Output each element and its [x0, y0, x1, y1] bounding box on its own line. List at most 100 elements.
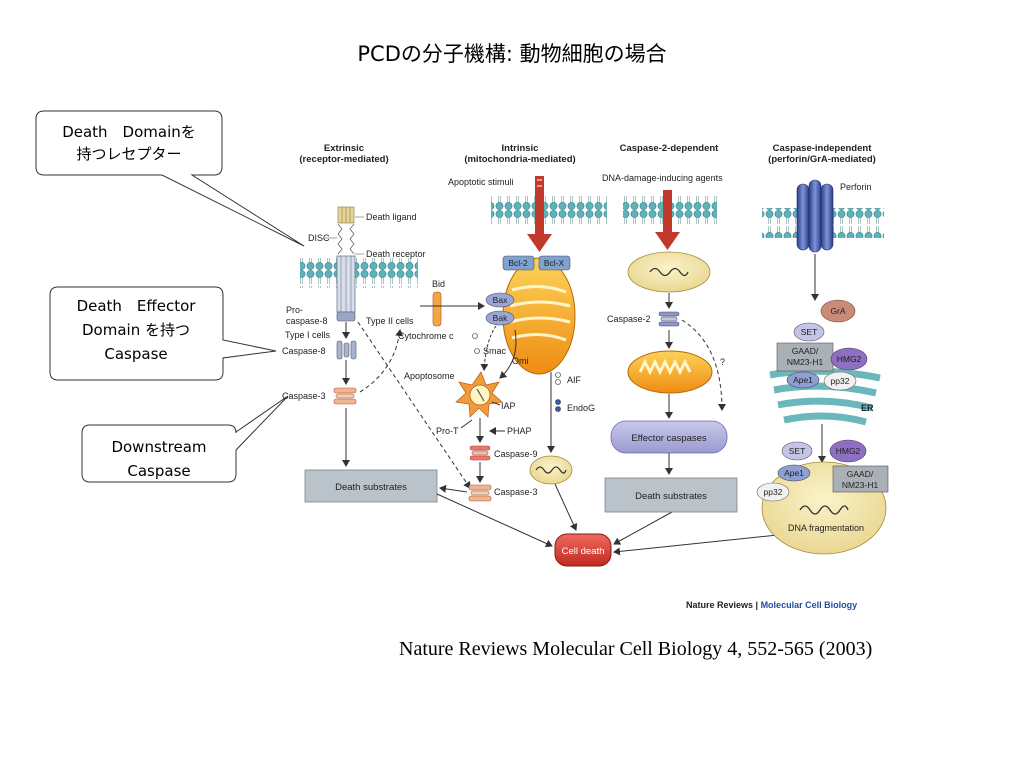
- apoptosome-icon: [455, 371, 503, 418]
- cell-death-box: [554, 533, 612, 567]
- caspase3-mid-icon: [468, 484, 492, 502]
- dna-damage-arrow: [663, 190, 672, 232]
- callout-death-domain-receptor: Death Domainを 持つレセプター: [35, 110, 305, 247]
- callout-line: Caspase: [104, 345, 167, 363]
- label-omi: Omi: [512, 356, 529, 366]
- label-death-substrates-right: Death substrates: [635, 491, 707, 502]
- slide-title: PCDの分子機構: 動物細胞の場合: [357, 42, 667, 66]
- set-shape-1: [793, 322, 825, 342]
- bak-shape: [485, 310, 515, 326]
- journal-section: Molecular Cell Biology: [761, 600, 858, 610]
- er-membranes: [769, 367, 881, 426]
- label-caspase3-mid: Caspase-3: [494, 487, 538, 497]
- mitochondrion-caspase2: [627, 350, 713, 394]
- bcl2-box: [502, 255, 535, 271]
- callout-death-effector-caspase: Death Effector Domain を持つ Caspase: [49, 286, 277, 381]
- label-apoptosome: Apoptosome: [404, 371, 455, 381]
- caspase8-icon: [336, 340, 357, 360]
- membrane-intrinsic: [491, 195, 607, 225]
- callout-downstream-caspase: Downstream Caspase: [81, 395, 289, 483]
- column-header-extrinsic-sub: (receptor-mediated): [299, 154, 388, 165]
- label-aif: AIF: [567, 375, 582, 385]
- callout-line: Downstream: [111, 438, 206, 456]
- perforin-icon: [796, 179, 834, 253]
- death-receptor-complex: [336, 206, 356, 322]
- label-question: ?: [720, 357, 725, 367]
- death-substrates-left: [304, 469, 438, 503]
- ape1-shape-2: [777, 464, 811, 482]
- pp32-shape-2: [756, 482, 790, 502]
- column-header-independent: Caspase-independent: [773, 143, 873, 154]
- column-header-independent-sub: (perforin/GrA-mediated): [768, 154, 876, 165]
- callout-line: Death Effector: [77, 297, 197, 315]
- death-substrates-right: [604, 477, 738, 513]
- journal-separator: |: [753, 600, 761, 610]
- column-header-caspase2: Caspase-2-dependent: [620, 143, 720, 154]
- label-type2-cells: Type II cells: [366, 316, 414, 326]
- label-bax: Bax: [493, 295, 508, 305]
- label-bid: Bid: [432, 279, 445, 289]
- label-gaad-2: GAAD/: [847, 469, 874, 479]
- caspase9-icon: [469, 445, 491, 461]
- caspase3-left-icon: [333, 387, 357, 405]
- label-death-receptor: Death receptor: [366, 249, 426, 259]
- gra-shape: [820, 299, 856, 323]
- column-header-extrinsic: Extrinsic: [324, 143, 364, 154]
- label-iap: IAP: [501, 401, 516, 411]
- set-shape-2: [781, 441, 813, 461]
- nucleus-intrinsic: [529, 455, 573, 485]
- label-cytochrome: Cytochrome c: [398, 331, 454, 341]
- callout-line: 持つレセプター: [76, 145, 181, 163]
- callout-line: Domain を持つ: [82, 321, 190, 339]
- label-death-substrates-left: Death substrates: [335, 482, 407, 493]
- ape1-shape-1: [786, 371, 820, 389]
- gaad-box-1: [776, 342, 834, 372]
- label-caspase8: Caspase-8: [282, 346, 326, 356]
- apoptotic-stimuli-arrow: [535, 176, 544, 234]
- label-effector-caspases: Effector caspases: [631, 433, 707, 444]
- callout-line: Caspase: [127, 462, 190, 480]
- label-bclx: Bcl-X: [544, 258, 565, 268]
- label-bcl2: Bcl-2: [508, 258, 528, 268]
- nucleus-caspase2: [627, 251, 711, 293]
- label-pp32-1: pp32: [831, 376, 850, 386]
- bclx-box: [538, 255, 571, 271]
- label-gaad-1: GAAD/: [792, 346, 819, 356]
- label-hmg2-2: HMG2: [836, 446, 861, 456]
- label-apoptotic-stimuli: Apoptotic stimuli: [448, 177, 514, 187]
- label-pro-caspase8: caspase-8: [286, 316, 328, 326]
- hmg2-shape-2: [829, 439, 867, 463]
- callout-line: Death Domainを: [62, 123, 196, 141]
- column-header-intrinsic: Intrinsic: [502, 143, 539, 154]
- journal-credit: Nature Reviews | Molecular Cell Biology: [686, 600, 857, 610]
- label-pro: Pro-: [286, 305, 303, 315]
- label-pp32-2: pp32: [764, 487, 783, 497]
- membrane-extrinsic: [300, 258, 418, 288]
- label-hmg2-1: HMG2: [837, 354, 862, 364]
- label-caspase3-left: Caspase-3: [282, 391, 326, 401]
- label-disc: DISC: [308, 233, 330, 243]
- pp32-shape-1: [823, 371, 857, 391]
- label-er: ER: [861, 403, 874, 413]
- label-set-2: SET: [789, 446, 806, 456]
- label-pro-t: Pro-T: [436, 426, 459, 436]
- label-phap: PHAP: [507, 426, 532, 436]
- label-cell-death: Cell death: [562, 546, 605, 557]
- label-ape1-2: Ape1: [784, 468, 804, 478]
- caspase2-icon: [658, 311, 680, 327]
- label-type1-cells: Type I cells: [285, 330, 331, 340]
- label-smac: Smac: [483, 346, 507, 356]
- label-caspase9: Caspase-9: [494, 449, 538, 459]
- label-death-ligand: Death ligand: [366, 212, 417, 222]
- label-ape1-1: Ape1: [793, 375, 813, 385]
- label-set-1: SET: [801, 327, 818, 337]
- journal-name: Nature Reviews: [686, 600, 753, 610]
- citation: Nature Reviews Molecular Cell Biology 4,…: [399, 638, 873, 660]
- label-nm23-1: NM23-H1: [787, 357, 824, 367]
- bid-icon: [432, 291, 442, 327]
- label-perforin: Perforin: [840, 182, 872, 192]
- bax-shape: [485, 292, 515, 308]
- label-nm23-2: NM23-H1: [842, 480, 879, 490]
- label-endog: EndoG: [567, 403, 595, 413]
